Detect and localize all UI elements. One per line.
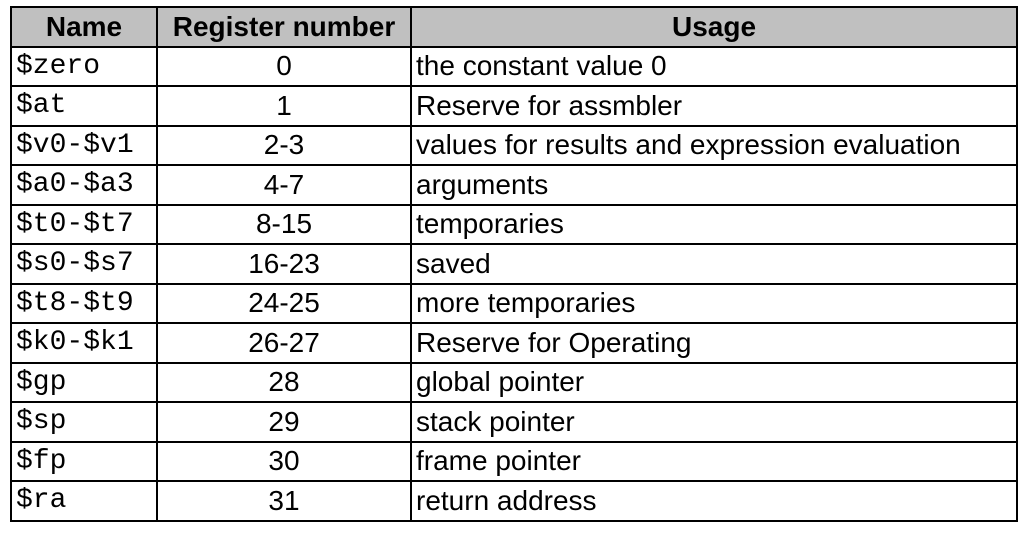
table-row: $sp 29 stack pointer xyxy=(10,401,1018,443)
register-table-container: Name Register number Usage $zero 0 the c… xyxy=(10,6,1018,522)
register-usage-cell: the constant value 0 xyxy=(410,45,1018,87)
register-name-cell: $ra xyxy=(10,480,158,522)
register-name-cell: $zero xyxy=(10,45,158,87)
register-number-cell: 24-25 xyxy=(156,282,412,324)
table-header-row: Name Register number Usage xyxy=(10,6,1018,48)
table-row: $k0-$k1 26-27 Reserve for Operating xyxy=(10,322,1018,364)
register-name-cell: $gp xyxy=(10,361,158,403)
register-number-cell: 16-23 xyxy=(156,243,412,285)
table-row: $t8-$t9 24-25 more temporaries xyxy=(10,282,1018,324)
table-row: $t0-$t7 8-15 temporaries xyxy=(10,203,1018,245)
table-row: $at 1 Reserve for assmbler xyxy=(10,85,1018,127)
register-usage-cell: values for results and expression evalua… xyxy=(410,124,1018,166)
table-row: $gp 28 global pointer xyxy=(10,361,1018,403)
register-number-cell: 8-15 xyxy=(156,203,412,245)
register-number-cell: 26-27 xyxy=(156,322,412,364)
table-row: $a0-$a3 4-7 arguments xyxy=(10,164,1018,206)
register-number-cell: 31 xyxy=(156,480,412,522)
register-usage-cell: arguments xyxy=(410,164,1018,206)
register-usage-cell: frame pointer xyxy=(410,440,1018,482)
register-table: Name Register number Usage $zero 0 the c… xyxy=(10,6,1018,522)
register-name-cell: $a0-$a3 xyxy=(10,164,158,206)
header-usage: Usage xyxy=(410,6,1018,48)
register-name-cell: $v0-$v1 xyxy=(10,124,158,166)
register-number-cell: 0 xyxy=(156,45,412,87)
register-usage-cell: Reserve for assmbler xyxy=(410,85,1018,127)
register-number-cell: 29 xyxy=(156,401,412,443)
register-usage-cell: more temporaries xyxy=(410,282,1018,324)
register-number-cell: 30 xyxy=(156,440,412,482)
register-usage-cell: return address xyxy=(410,480,1018,522)
register-number-cell: 1 xyxy=(156,85,412,127)
register-name-cell: $t8-$t9 xyxy=(10,282,158,324)
register-name-cell: $k0-$k1 xyxy=(10,322,158,364)
register-name-cell: $sp xyxy=(10,401,158,443)
register-name-cell: $t0-$t7 xyxy=(10,203,158,245)
header-register-number: Register number xyxy=(156,6,412,48)
register-name-cell: $fp xyxy=(10,440,158,482)
register-usage-cell: Reserve for Operating xyxy=(410,322,1018,364)
register-number-cell: 4-7 xyxy=(156,164,412,206)
register-name-cell: $at xyxy=(10,85,158,127)
table-row: $fp 30 frame pointer xyxy=(10,440,1018,482)
register-usage-cell: saved xyxy=(410,243,1018,285)
table-body: $zero 0 the constant value 0 $at 1 Reser… xyxy=(10,45,1018,522)
register-number-cell: 2-3 xyxy=(156,124,412,166)
header-name: Name xyxy=(10,6,158,48)
register-number-cell: 28 xyxy=(156,361,412,403)
register-usage-cell: global pointer xyxy=(410,361,1018,403)
register-name-cell: $s0-$s7 xyxy=(10,243,158,285)
table-row: $ra 31 return address xyxy=(10,480,1018,522)
table-row: $zero 0 the constant value 0 xyxy=(10,45,1018,87)
register-usage-cell: temporaries xyxy=(410,203,1018,245)
table-row: $v0-$v1 2-3 values for results and expre… xyxy=(10,124,1018,166)
register-usage-cell: stack pointer xyxy=(410,401,1018,443)
table-row: $s0-$s7 16-23 saved xyxy=(10,243,1018,285)
